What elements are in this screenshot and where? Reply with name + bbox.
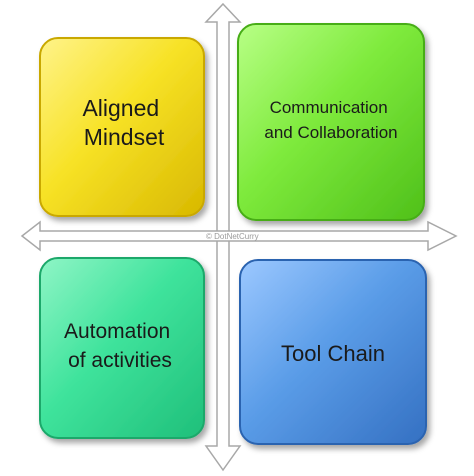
box-aligned-mindset: Aligned Mindset [39,37,205,217]
box-communication-line-1: Communication [270,98,388,117]
svg-text:Aligned Mindset: Aligned Mindset [82,95,165,150]
svg-text:Communication and Collab: Communication and Collaboration [264,98,397,142]
box-communication-line-2: and Collaboration [264,123,397,142]
box-tool-chain: Tool Chain [239,259,427,445]
box-automation-line-2: of activities [68,349,172,372]
box-automation-line-1: Automation [64,320,170,343]
box-automation-activities: Automation of activities [39,257,205,439]
box-aligned-mindset-line-2: Mindset [84,124,165,150]
svg-text:Automation of activities: Automation of activities [64,320,176,372]
svg-text:Tool Chain: Tool Chain [281,341,385,366]
watermark-text: © DotNetCurry [206,232,259,241]
horizontal-axis-arrow [20,220,458,252]
box-aligned-mindset-line-1: Aligned [82,95,159,121]
box-communication-collaboration: Communication and Collaboration [237,23,425,221]
box-tool-chain-line-1: Tool Chain [281,341,385,366]
